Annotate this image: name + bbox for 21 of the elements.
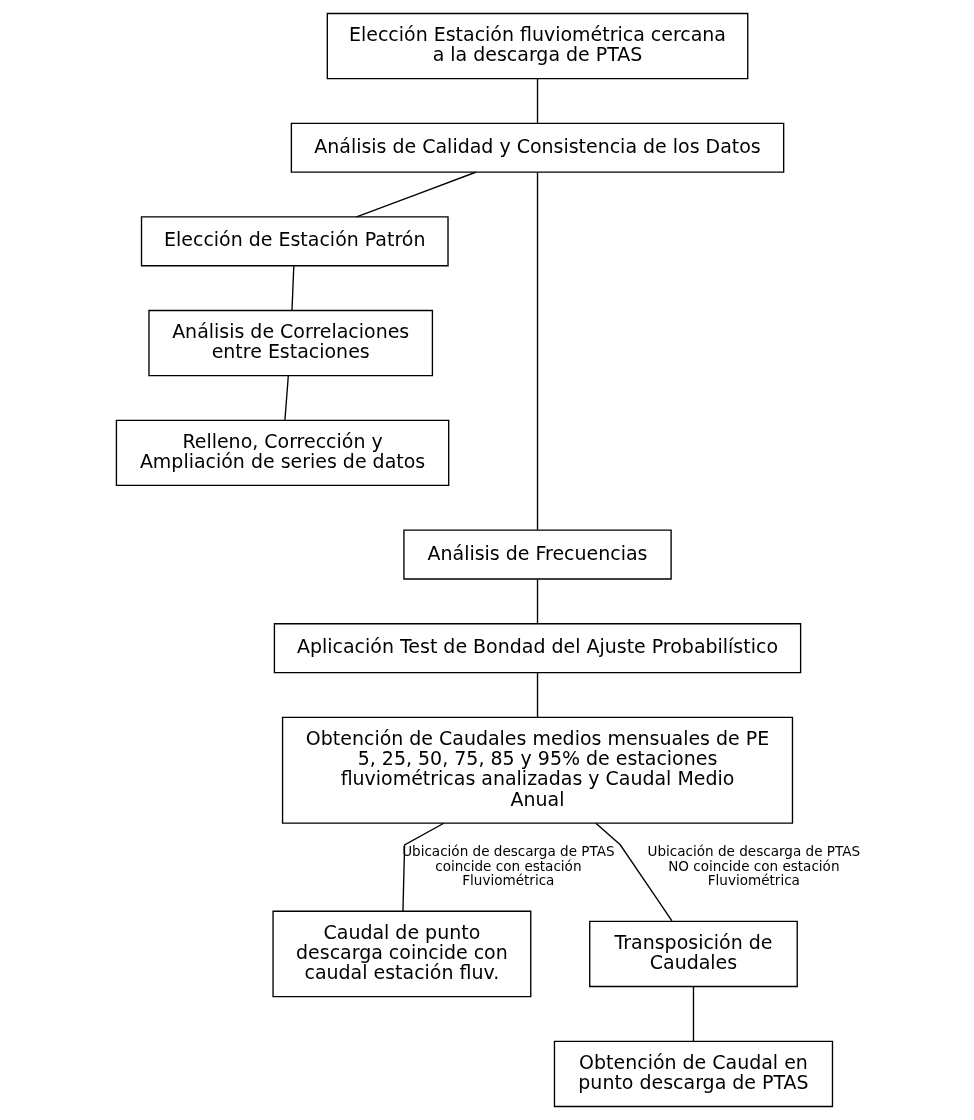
edge-label: Ubicación de descarga de PTAS NO coincide con estación Fluviométrica [647,842,861,889]
connector [291,265,295,311]
node-box: Obtención de Caudal en punto descarga de PTAS [553,1040,834,1108]
connector [536,171,539,531]
node-box: Elección Estación fluviométrica cercana a la descarga de PTAS [326,12,749,80]
node-box: Relleno, Corrección y Ampliación de series de datos [115,419,450,487]
connector [355,171,477,218]
node-box: Elección de Estación Patrón [140,216,449,267]
connector [692,986,695,1042]
node-box: Aplicación Test de Bondad del Ajuste Probabilístico [273,623,802,674]
connector [284,375,289,421]
connector [536,578,539,624]
node-box: Análisis de Calidad y Consistencia de los Datos [290,122,785,173]
connector [595,822,673,922]
node-box: Análisis de Correlaciones entre Estaciones [148,309,434,377]
connector [536,78,539,124]
node-box: Caudal de punto descarga coincide con caudal estación fluv. [272,910,532,998]
node-box: Análisis de Frecuencias [403,529,672,580]
node-box: Obtención de Caudales medios mensuales de PE 5, 25, 50, 75, 85 y 95% de estaciones fluviométricas analizadas y Caudal Medio Anual [281,716,794,824]
node-box: Transposición de Caudales [589,920,798,988]
connector [536,672,539,718]
